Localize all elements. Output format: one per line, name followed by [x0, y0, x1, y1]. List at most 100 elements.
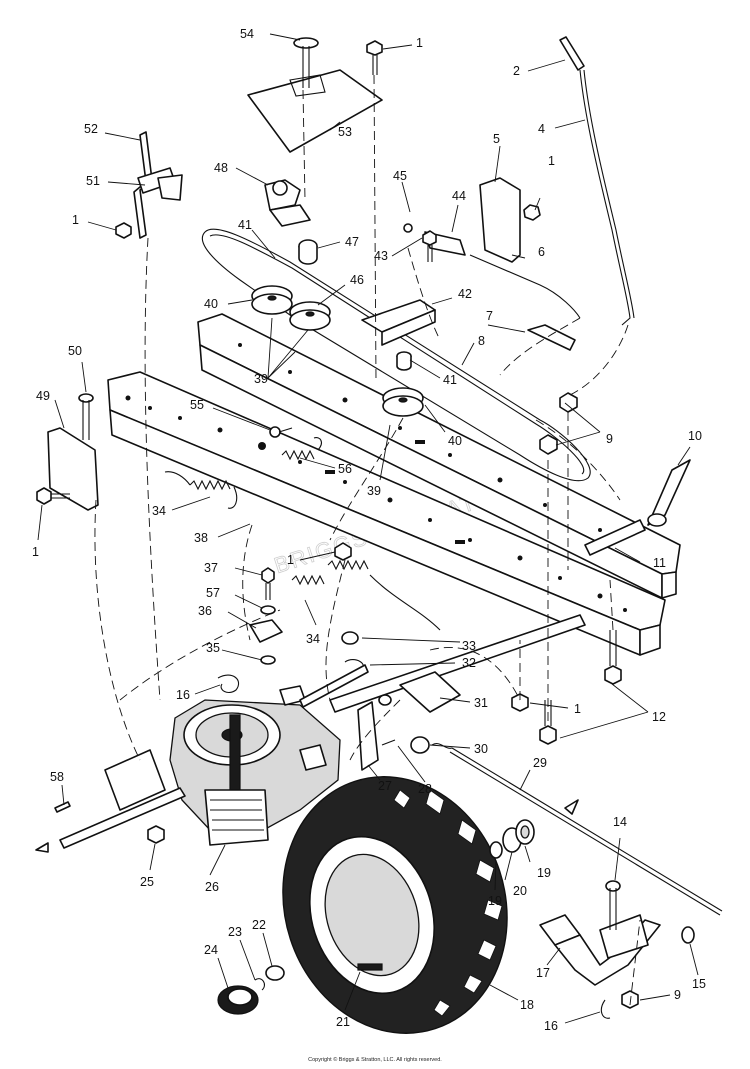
spring-center	[291, 559, 441, 631]
callout-1: 1	[287, 553, 294, 567]
callout-labels: 54 1 2 4 52 53 48 51 45 5 1 1 44 41 47 4…	[32, 27, 706, 1033]
callout-1: 1	[574, 702, 581, 716]
callout-29: 29	[533, 756, 547, 770]
bolt-left	[36, 487, 70, 505]
callout-52: 52	[84, 122, 98, 136]
callout-25: 25	[140, 875, 154, 889]
hub-cap	[217, 985, 259, 1015]
callout-47: 47	[345, 235, 359, 249]
callout-16: 16	[544, 1019, 558, 1033]
clamp-36	[249, 619, 283, 643]
brake-pedal	[539, 914, 661, 986]
callout-39: 39	[254, 372, 268, 386]
callout-5: 5	[493, 132, 500, 146]
callout-38: 38	[194, 531, 208, 545]
callout-37: 37	[204, 561, 218, 575]
flange-nut-upper	[559, 392, 578, 413]
washer-22	[265, 965, 285, 981]
callout-22: 22	[252, 918, 266, 932]
pulley-right	[382, 387, 424, 417]
callout-41: 41	[238, 218, 252, 232]
washer-19a	[489, 841, 503, 859]
callout-30: 30	[474, 742, 488, 756]
nut-31	[378, 694, 392, 706]
pedal-shaft	[584, 519, 646, 556]
bracket-bolt	[115, 222, 132, 239]
pedal-grip	[647, 459, 691, 527]
callout-23: 23	[228, 925, 242, 939]
cable-bracket	[479, 177, 521, 263]
top-bolt	[366, 40, 383, 75]
washer-57	[260, 605, 276, 615]
callout-58: 58	[50, 770, 64, 784]
callout-43: 43	[374, 249, 388, 263]
callout-19: 19	[537, 866, 551, 880]
brake-arm-27	[357, 701, 379, 771]
callout-24: 24	[204, 943, 218, 957]
pulley-cover-plate	[247, 69, 383, 153]
axle-shaft	[35, 664, 369, 853]
copyright-notice: Copyright © Briggs & Stratton, LLC. All …	[308, 1057, 442, 1063]
frame-holes	[125, 343, 627, 612]
callout-18: 18	[520, 998, 534, 1012]
bolt-37	[261, 567, 275, 600]
idler-bracket	[264, 179, 311, 227]
spacer-20	[502, 819, 535, 853]
side-bracket	[47, 427, 99, 511]
shift-rod	[579, 69, 635, 326]
drive-belt	[201, 228, 591, 482]
callout-55: 55	[190, 398, 204, 412]
callout-2: 2	[513, 64, 520, 78]
callout-19: 19	[488, 894, 502, 908]
clutch-cable	[469, 254, 581, 319]
hairpin-16	[600, 999, 611, 1019]
rear-tire	[282, 776, 508, 1034]
key-58	[54, 801, 71, 813]
callout-10: 10	[688, 429, 702, 443]
callout-32: 32	[462, 656, 476, 670]
callout-9: 9	[674, 988, 681, 1002]
bolt-43	[422, 230, 437, 262]
washer-35	[260, 655, 276, 665]
long-bolt-right	[604, 630, 622, 685]
carriage-bolt-14	[605, 880, 621, 930]
callout-28: 28	[418, 782, 432, 796]
shift-linkage	[104, 749, 166, 811]
shift-link	[527, 324, 576, 351]
spring-28	[381, 739, 396, 746]
callout-35: 35	[206, 641, 220, 655]
callout-12: 12	[652, 710, 666, 724]
carriage-bolt-50	[78, 393, 94, 440]
flange-nut-mid	[539, 434, 558, 455]
callout-16: 16	[176, 688, 190, 702]
bolt-right-top	[523, 204, 541, 221]
callout-9: 9	[606, 432, 613, 446]
callout-1: 1	[416, 36, 423, 50]
flange-nut-lower	[621, 990, 639, 1009]
callout-8: 8	[478, 334, 485, 348]
spacer	[298, 239, 318, 265]
nut-25	[147, 825, 165, 844]
callout-46: 46	[350, 273, 364, 287]
cover-bolt	[293, 37, 319, 88]
callout-48: 48	[214, 161, 228, 175]
callout-27: 27	[378, 779, 392, 793]
retaining-ring	[254, 978, 265, 991]
callout-21: 21	[336, 1015, 350, 1029]
leader-lines	[37, 33, 699, 1024]
callout-7: 7	[486, 309, 493, 323]
pulley-center	[289, 301, 331, 331]
callout-40: 40	[204, 297, 218, 311]
callout-51: 51	[86, 174, 100, 188]
shift-rod-grip	[559, 36, 585, 71]
callout-4: 4	[538, 122, 545, 136]
callout-49: 49	[36, 389, 50, 403]
axle-crossbar	[329, 614, 586, 713]
callout-45: 45	[393, 169, 407, 183]
frame-rail-rear	[197, 313, 681, 599]
spring-56	[281, 437, 322, 461]
assembly-lines	[94, 74, 641, 1006]
long-bolt-left	[539, 700, 557, 745]
hairpin-16-upper	[217, 674, 240, 693]
callout-53: 53	[338, 125, 352, 139]
